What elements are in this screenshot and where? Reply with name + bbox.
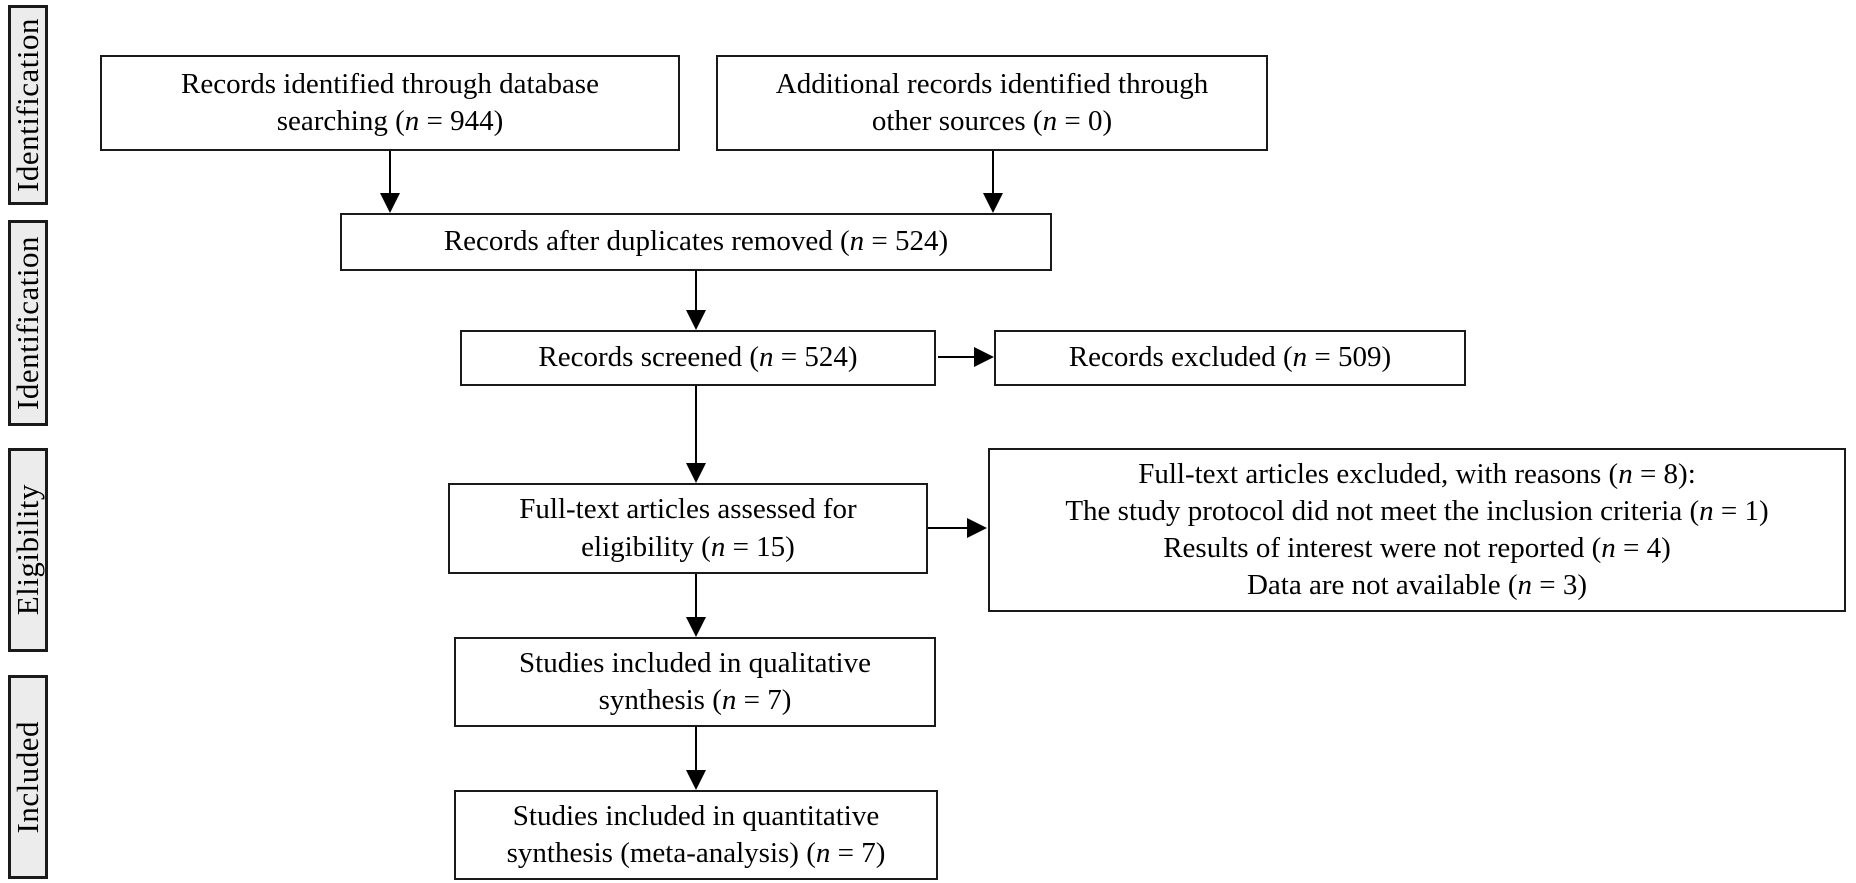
arrowhead-down-icon bbox=[686, 463, 706, 483]
arrowhead-down-icon bbox=[686, 310, 706, 330]
box-text-line: synthesis (meta-analysis) (n = 7) bbox=[506, 837, 886, 869]
box-text-line: Full-text articles assessed for bbox=[519, 493, 857, 526]
box-fulltext-excluded-reasons: Full-text articles excluded, with reason… bbox=[988, 448, 1846, 612]
phase-label-included: Included bbox=[8, 675, 48, 879]
box-text-line: Data are not available (n = 3) bbox=[1246, 569, 1588, 602]
phase-label-identification-1: Identification bbox=[8, 5, 48, 205]
arrowhead-down-icon bbox=[686, 770, 706, 790]
arrow-identified-to-dedup-icon bbox=[380, 151, 400, 213]
box-text-line: Results of interest were not reported (n… bbox=[1163, 532, 1671, 564]
arrow-screened-to-fulltext-icon bbox=[686, 386, 706, 483]
box-text-line: Full-text articles excluded, with reason… bbox=[1138, 457, 1696, 490]
phase-label-text: Included bbox=[10, 720, 45, 834]
arrowhead-down-icon bbox=[983, 193, 1003, 213]
box-fulltext-assessed: Full-text articles assessed for eligibili… bbox=[448, 483, 928, 574]
box-text-line: synthesis (n = 7) bbox=[598, 684, 792, 716]
box-text-line: eligibility (n = 15) bbox=[581, 530, 795, 563]
box-records-after-duplicates-removed: Records after duplicates removed (n = 52… bbox=[340, 213, 1052, 271]
box-text-line: Additional records identified through bbox=[775, 67, 1209, 100]
arrow-screened-to-excluded-icon bbox=[938, 347, 994, 367]
phase-label-text: Identification bbox=[10, 236, 45, 410]
arrowhead-down-icon bbox=[686, 617, 706, 637]
box-text-line: Records excluded (n = 509) bbox=[1068, 341, 1392, 374]
box-text-line: Records after duplicates removed (n = 52… bbox=[443, 225, 949, 258]
arrowhead-right-icon bbox=[974, 347, 994, 367]
phase-label-eligibility: Eligibility bbox=[8, 448, 48, 652]
arrowhead-down-icon bbox=[380, 193, 400, 213]
arrow-fulltext-to-reasons-icon bbox=[928, 518, 987, 538]
box-records-screened: Records screened (n = 524) bbox=[460, 330, 936, 386]
box-text-line: searching (n = 944) bbox=[276, 105, 504, 137]
box-text-line: Records identified through database bbox=[181, 67, 599, 100]
box-text-line: Records screened (n = 524) bbox=[538, 341, 858, 374]
arrow-fulltext-to-qualitative-icon bbox=[686, 574, 706, 637]
box-quantitative-synthesis: Studies included in quantitative synthesi… bbox=[454, 790, 938, 880]
phase-label-text: Eligibility bbox=[10, 484, 45, 616]
arrow-dedup-to-screened-icon bbox=[686, 271, 706, 330]
box-text-line: Studies included in quantitative bbox=[512, 799, 880, 832]
box-records-identified: Records identified through database searc… bbox=[100, 55, 680, 151]
phase-label-identification-2: Identification bbox=[8, 220, 48, 426]
box-qualitative-synthesis: Studies included in qualitative synthesis… bbox=[454, 637, 936, 727]
arrow-additional-to-dedup-icon bbox=[983, 151, 1003, 213]
phase-label-text: Identification bbox=[10, 18, 45, 192]
box-text-line: Studies included in qualitative bbox=[519, 646, 871, 679]
arrow-qualitative-to-quantitative-icon bbox=[686, 727, 706, 790]
box-text-line: The study protocol did not meet the incl… bbox=[1065, 494, 1769, 527]
box-records-excluded: Records excluded (n = 509) bbox=[994, 330, 1466, 386]
box-text-line: other sources (n = 0) bbox=[871, 105, 1113, 137]
arrowhead-right-icon bbox=[967, 518, 987, 538]
box-additional-records: Additional records identified through oth… bbox=[716, 55, 1268, 151]
